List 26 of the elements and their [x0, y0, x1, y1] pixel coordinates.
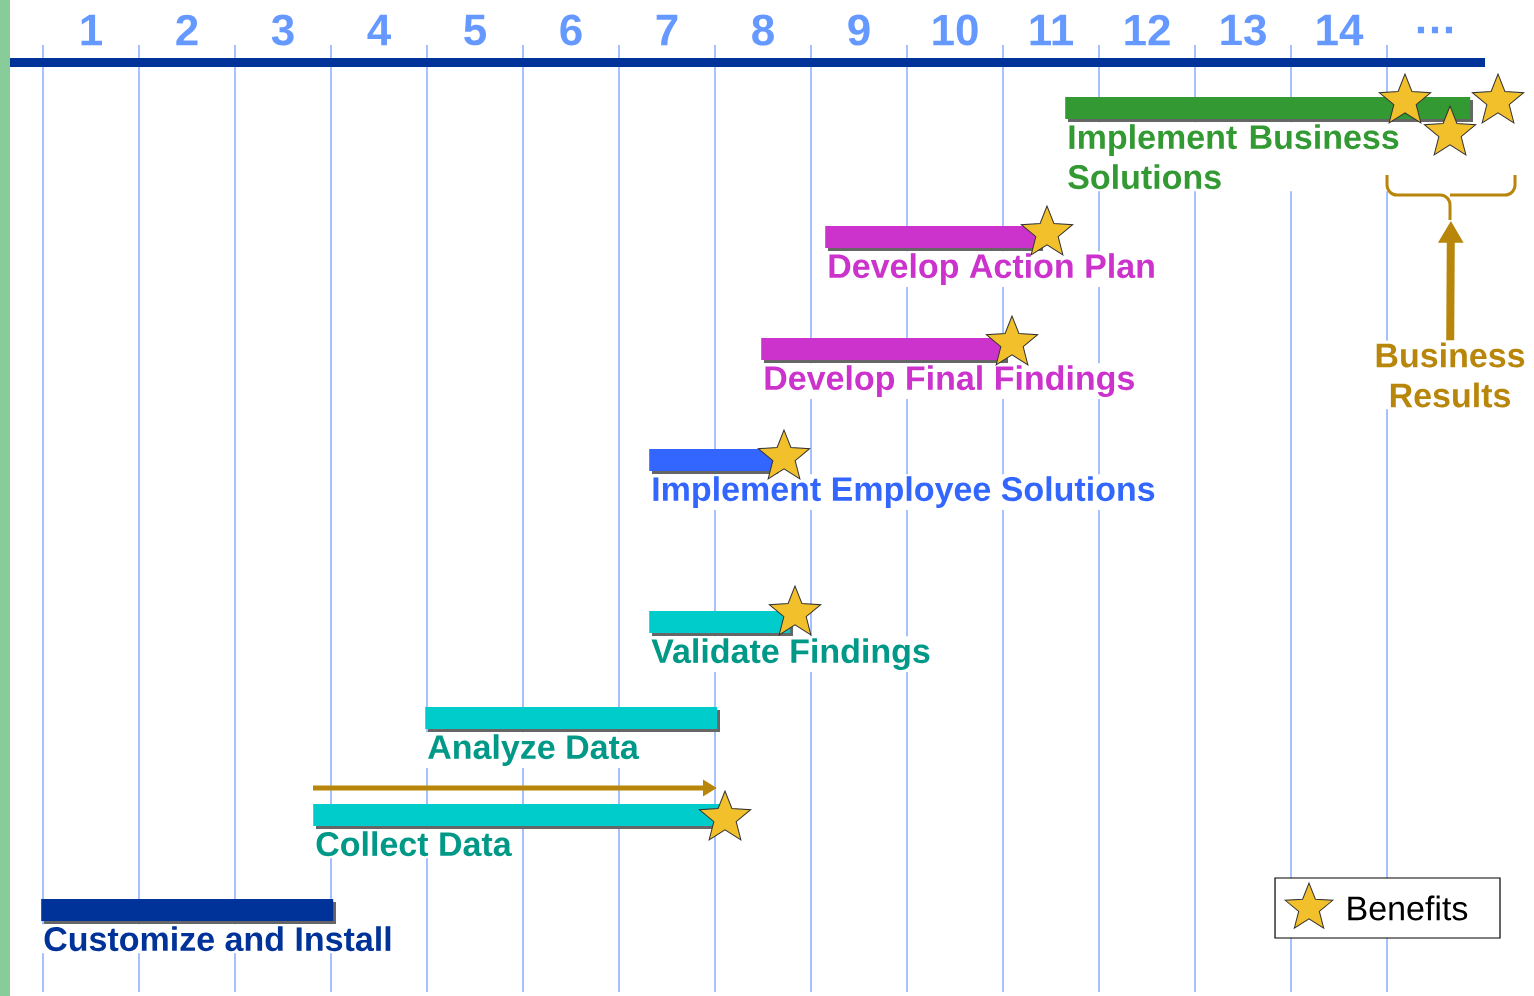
- column-number: …: [1417, 26, 1452, 34]
- task-bar: Validate Findings: [649, 611, 933, 673]
- task-bar: Collect Data: [313, 804, 723, 859]
- task-bar: Implement Employee Solutions: [649, 449, 1158, 510]
- node-label: Analyze Data: [428, 734, 640, 766]
- column-number: 5: [464, 14, 486, 46]
- column-number: 9: [848, 14, 870, 46]
- column-number: 10: [933, 14, 978, 46]
- task-bar: Implement Business Solutions: [1065, 97, 1473, 192]
- task-bar: Customize and Install: [41, 899, 395, 954]
- legend-label: Benefits: [1348, 895, 1468, 921]
- column-number: 8: [752, 14, 774, 46]
- node-label: Customize and Install: [44, 926, 391, 952]
- result-label: Business Results: [1363, 340, 1534, 410]
- task-bar: Analyze Data: [425, 707, 720, 768]
- column-number: 2: [176, 14, 198, 46]
- column-number: 11: [1030, 14, 1074, 46]
- column-number: 4: [367, 14, 391, 46]
- column-number: 3: [271, 14, 294, 46]
- brace: [1385, 175, 1517, 220]
- task-bar: Develop Final Findings: [761, 338, 1138, 400]
- task-bar: Develop Action Plan: [825, 226, 1158, 287]
- column-number: 14: [1317, 14, 1364, 46]
- column-number: 6: [560, 14, 582, 46]
- column-number: 1: [81, 14, 102, 46]
- column-number: 7: [656, 14, 678, 46]
